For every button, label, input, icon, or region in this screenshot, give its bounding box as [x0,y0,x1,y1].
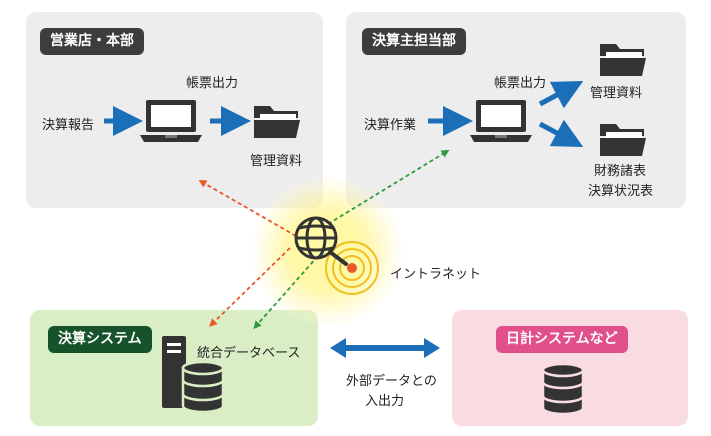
branch-result-label: 管理資料 [250,154,303,169]
folder-icon [600,44,646,76]
other-systems-title: 日計システムなど [496,326,628,353]
exchange-arrow [330,338,440,358]
accounting-result-label-1: 管理資料 [590,86,643,101]
database-icon [541,362,585,416]
dotted-branch-to-globe [198,180,297,237]
dotted-globe-to-db-green [253,255,319,329]
database-label: 統合データベース [197,346,301,361]
accounting-result-label-2b: 決算状況表 [588,184,654,199]
settlement-system-title: 決算システム [48,326,152,353]
accounting-result-label-2a: 財務諸表 [594,164,647,179]
folder-icon [254,106,300,138]
signal-rings-icon [325,241,379,295]
exchange-label-line1: 外部データとの [346,374,437,389]
arrow-pc-to-financial [538,119,584,148]
laptop-icon [470,100,532,142]
folder-icon [600,124,646,156]
dotted-globe-to-accounting [327,149,450,225]
branch-input-label: 決算報告 [42,118,95,133]
exchange-label-line2: 入出力 [365,394,405,409]
branch-output-label: 帳票出力 [186,76,239,91]
server-icon [162,336,186,408]
dotted-globe-to-db-orange [209,247,291,327]
database-icon [181,360,225,414]
globe-icon [294,216,348,266]
branch-title: 営業店・本部 [40,28,144,55]
accounting-dept-title: 決算主担当部 [362,28,466,55]
arrow-pc-to-mgmt [538,80,584,109]
accounting-input-label: 決算作業 [364,118,417,133]
network-glow [252,176,402,326]
laptop-icon [140,100,202,142]
accounting-output-label: 帳票出力 [494,76,547,91]
network-label: イントラネット [390,267,482,282]
